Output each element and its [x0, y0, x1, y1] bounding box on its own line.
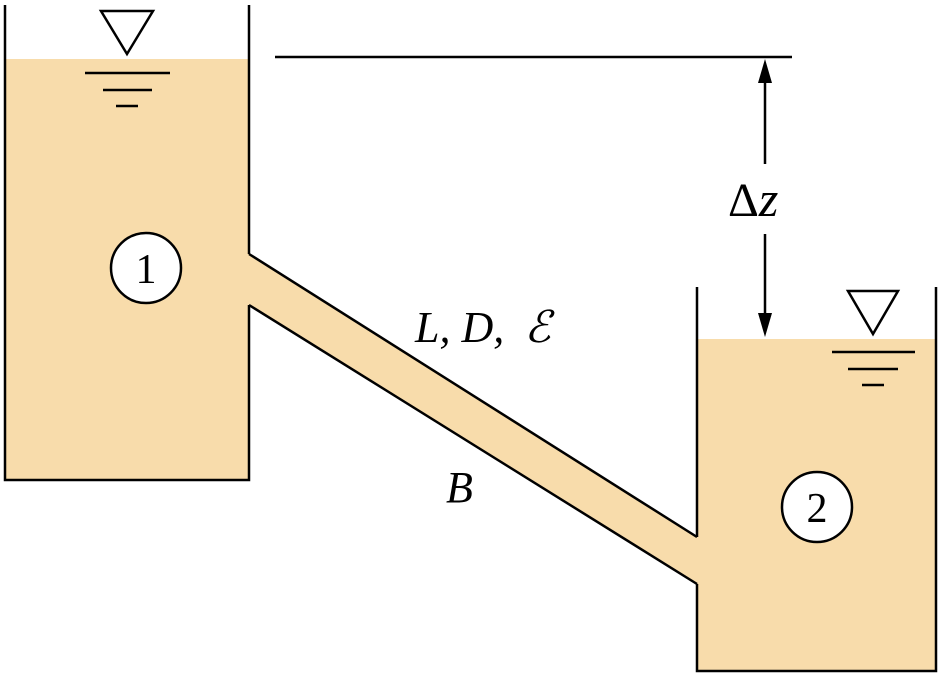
- tank-1-label: 1: [136, 247, 157, 293]
- water-fill: [5, 59, 936, 671]
- tank-outlines: [3, 5, 938, 673]
- free-surface-triangle-icon: [832, 289, 915, 387]
- pipe-roughness-symbol: ℰ: [524, 302, 555, 353]
- tank-2-wall-outline: [695, 287, 938, 673]
- connecting-pipe-water: [249, 254, 697, 584]
- tank-2-marker: [780, 470, 854, 544]
- point-b-label: B: [446, 463, 473, 512]
- tank-1-wall-left: [3, 5, 251, 482]
- free-surface-triangle-icon-left: [98, 9, 156, 57]
- delta-symbol: Δ: [728, 174, 759, 227]
- elevation-dimension: [275, 55, 792, 337]
- pipe-length-diameter: L, D,: [414, 303, 504, 352]
- arrowhead-up-icon: [758, 59, 772, 83]
- delta-variable: z: [758, 171, 778, 227]
- tank-1-marker: [109, 231, 183, 305]
- free-surface-triangle-icon-right: [845, 289, 901, 337]
- arrowhead-down-icon: [758, 313, 772, 337]
- pipe-wall-top: [248, 252, 698, 539]
- pipe-parameters-label: L, D, ℰ: [414, 302, 555, 353]
- delta-z-label: Δz: [728, 171, 778, 227]
- pipe-wall-bottom: [248, 303, 698, 586]
- tank-2-label: 2: [807, 486, 828, 532]
- free-surface-triangle-icon: [85, 9, 170, 108]
